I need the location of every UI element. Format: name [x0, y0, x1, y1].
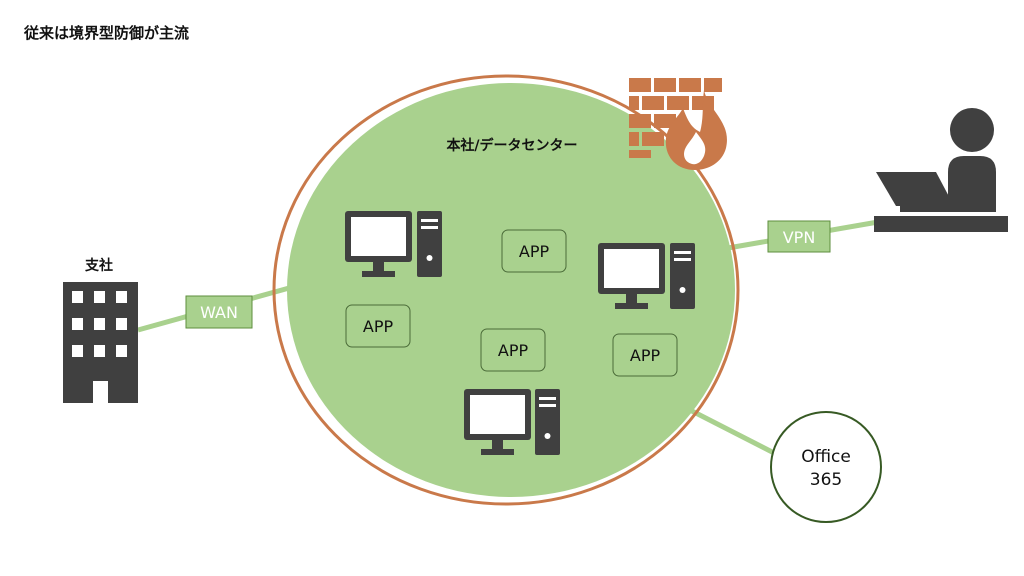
hq-label: 本社/データセンター: [446, 137, 577, 154]
hq-zone: [287, 83, 735, 497]
svg-text:APP: APP: [363, 317, 394, 336]
office365-node: Office 365: [770, 411, 882, 523]
office365-link-line: [688, 407, 780, 458]
wan-tag: WAN: [185, 295, 253, 329]
svg-text:WAN: WAN: [200, 303, 238, 322]
svg-text:APP: APP: [630, 346, 661, 365]
remote-user-laptop-icon: [874, 108, 1008, 232]
firewall-icon: [629, 78, 727, 170]
svg-text:365: 365: [810, 470, 842, 490]
svg-text:APP: APP: [498, 341, 529, 360]
computer-icon: [464, 389, 560, 455]
computer-icon: [598, 243, 695, 309]
page-title: 従来は境界型防御が主流: [24, 24, 190, 42]
building-icon: [63, 282, 138, 403]
computer-icon: [345, 211, 442, 277]
app-box: APP: [612, 333, 678, 377]
svg-text:Office: Office: [801, 447, 851, 467]
app-box: APP: [345, 304, 411, 348]
app-box: APP: [480, 328, 546, 372]
vpn-tag: VPN: [767, 220, 831, 253]
app-box: APP: [501, 229, 567, 273]
svg-text:VPN: VPN: [783, 228, 816, 247]
branch-label: 支社: [84, 257, 113, 274]
svg-text:APP: APP: [519, 242, 550, 261]
hq-zone-ring: [272, 74, 740, 506]
